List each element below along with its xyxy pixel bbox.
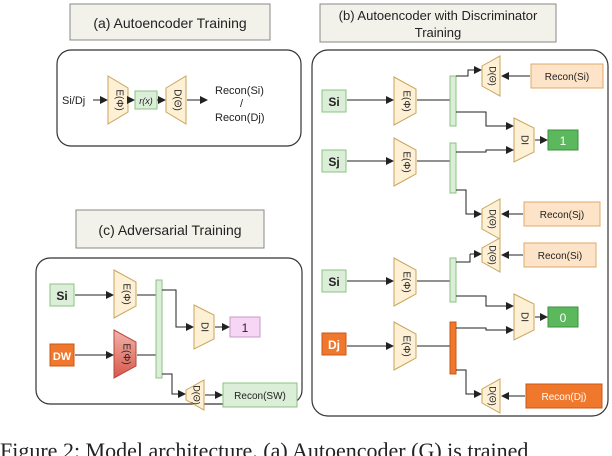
panel-b-input-si-bot-label: Si bbox=[328, 275, 339, 289]
panel-b-title-box bbox=[319, 3, 557, 43]
arrow-b-latent2-dec bbox=[456, 189, 482, 218]
panel-b-discriminator-top bbox=[513, 117, 535, 163]
panel-b-recon-si-top bbox=[530, 63, 604, 89]
panel-b-discriminator-bottom-label: DI bbox=[518, 312, 529, 322]
panel-c-decoder bbox=[185, 379, 205, 411]
panel-c-input-si-label: Si bbox=[56, 289, 67, 303]
panel-a-title: (a) Autoencoder Training bbox=[93, 15, 246, 31]
panel-c: (c) Adversarial Training Si E(Φ) DW E(Φ)… bbox=[35, 209, 303, 411]
figure-caption: Figure 2: Model architecture. (a) Autoen… bbox=[0, 438, 528, 456]
panel-c-input-si bbox=[49, 283, 75, 307]
panel-c-discriminator bbox=[193, 304, 215, 350]
arrow-b-latent4-dec bbox=[456, 369, 482, 398]
panel-b-recon-si-top-label: Recon(Si) bbox=[545, 72, 589, 83]
arrow-b-latent1-disc bbox=[456, 111, 514, 130]
panel-b-decoder-3 bbox=[481, 237, 501, 273]
panel-a-title-box bbox=[69, 3, 271, 41]
panel-b-latent-1 bbox=[449, 75, 457, 127]
panel-b-title-line2: Training bbox=[415, 25, 461, 40]
panel-b-encoder-4 bbox=[393, 321, 417, 371]
panel-c-recon-label: Recon(SW) bbox=[234, 391, 286, 402]
panel-b-latent-3 bbox=[449, 257, 457, 303]
panel-b-output-top-label: 1 bbox=[560, 134, 567, 148]
arrow-b-latent3-disc bbox=[456, 295, 514, 310]
panel-b-input-si-top bbox=[321, 89, 347, 113]
panel-b-input-si-bot bbox=[321, 269, 347, 293]
panel-b-encoder-3 bbox=[393, 257, 417, 307]
panel-b-latent-2 bbox=[449, 142, 457, 194]
panel-b-input-dj bbox=[321, 332, 347, 356]
panel-b-decoder-1-label: D(Θ) bbox=[488, 66, 498, 86]
panel-b-encoder-2 bbox=[393, 137, 417, 187]
panel-b-discriminator-bottom bbox=[513, 293, 535, 341]
panel-c-encoder-2 bbox=[113, 329, 137, 379]
panel-a-latent-label: r(x) bbox=[139, 96, 153, 106]
panel-a-output-line1: Recon(Si) bbox=[215, 85, 264, 97]
panel-b-decoder-4 bbox=[481, 378, 501, 414]
panel-a-frame bbox=[56, 49, 302, 147]
panel-b-decoder-2-label: D(Θ) bbox=[488, 209, 498, 229]
panel-c-frame bbox=[35, 257, 303, 405]
panel-b-decoder-3-label: D(Θ) bbox=[488, 245, 498, 265]
panel-b-encoder-1-label: E(Φ) bbox=[400, 90, 411, 111]
panel-a-decoder bbox=[165, 75, 187, 125]
panel-c-latent bbox=[155, 279, 163, 379]
panel-c-input-dw bbox=[49, 343, 75, 367]
arrow-b-latent4-disc bbox=[456, 326, 514, 334]
panel-b-input-si-top-label: Si bbox=[328, 95, 339, 109]
panel-b-recon-sj-label: Recon(Sj) bbox=[540, 210, 584, 221]
panel-c-output-label: 1 bbox=[242, 321, 249, 335]
panel-b-latent-4 bbox=[449, 321, 457, 375]
panel-a-decoder-label: D(Θ) bbox=[171, 89, 182, 111]
panel-c-title: (c) Adversarial Training bbox=[98, 222, 241, 238]
panel-b-output-bottom-label: 0 bbox=[560, 311, 567, 325]
panel-a-input-label: Si/Dj bbox=[62, 95, 85, 107]
panel-b-decoder-1 bbox=[481, 55, 501, 97]
arrow-b-latent2-disc bbox=[456, 146, 514, 154]
panel-c-encoder-2-label: E(Φ) bbox=[120, 343, 131, 364]
panel-b-recon-sj bbox=[523, 201, 601, 227]
panel-b-frame bbox=[311, 49, 609, 417]
panel-b-recon-si-bot-label: Recon(Si) bbox=[538, 251, 582, 262]
arrow-c-latent-dec bbox=[162, 373, 186, 398]
panel-b-title-line1: (b) Autoencoder with Discriminator bbox=[339, 8, 538, 23]
panel-c-encoder-1 bbox=[113, 269, 137, 319]
panel-a: (a) Autoencoder Training Si/Dj E(Φ) r(x)… bbox=[56, 3, 302, 147]
panel-b-recon-dj-label: Recon(Dj) bbox=[541, 392, 586, 403]
panel-a-encoder bbox=[107, 75, 129, 125]
panel-b-input-sj-label: Sj bbox=[328, 155, 339, 169]
panel-c-decoder-label: D(Θ) bbox=[192, 385, 202, 405]
panel-b-discriminator-top-label: DI bbox=[518, 135, 529, 145]
panel-c-discriminator-label: DI bbox=[198, 322, 209, 332]
panel-b-recon-dj bbox=[525, 383, 603, 409]
panel-a-output-sep: / bbox=[240, 98, 244, 110]
panel-b-recon-si-bot bbox=[523, 242, 597, 268]
panel-b-input-dj-label: Dj bbox=[328, 338, 340, 352]
panel-c-title-box bbox=[75, 209, 265, 249]
panel-c-encoder-1-label: E(Φ) bbox=[120, 283, 131, 304]
panel-b-encoder-1 bbox=[393, 76, 417, 126]
panel-c-recon bbox=[222, 382, 298, 408]
panel-a-encoder-label: E(Φ) bbox=[113, 89, 124, 110]
panel-b-encoder-3-label: E(Φ) bbox=[400, 271, 411, 292]
panel-b-encoder-4-label: E(Φ) bbox=[400, 335, 411, 356]
arrow-b-latent1-dec bbox=[456, 66, 482, 77]
panel-b-output-bottom bbox=[547, 306, 579, 328]
panel-c-output bbox=[229, 316, 261, 338]
panel-b-input-sj bbox=[321, 149, 347, 173]
arrow-c-latent-disc bbox=[162, 289, 194, 331]
panel-b-encoder-2-label: E(Φ) bbox=[400, 151, 411, 172]
panel-b: (b) Autoencoder with Discriminator Train… bbox=[311, 3, 609, 417]
panel-b-output-top bbox=[547, 129, 579, 151]
panel-a-output-line2: Recon(Dj) bbox=[215, 112, 265, 124]
arrow-b-latent3-dec bbox=[456, 254, 471, 263]
panel-c-input-dw-label: DW bbox=[53, 351, 72, 363]
panel-b-decoder-4-label: D(Θ) bbox=[488, 386, 498, 406]
